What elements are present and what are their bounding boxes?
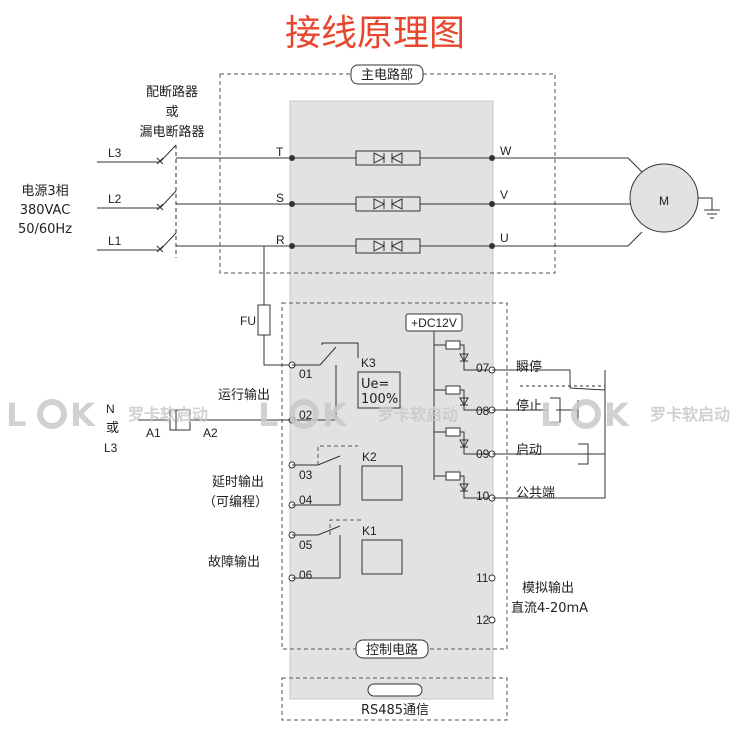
control-circuit-label: 控制电路: [366, 642, 418, 658]
run-output-coil: [169, 409, 191, 431]
main-circuit-tag: [350, 64, 424, 85]
k3-detail-1: Ue=: [361, 377, 389, 392]
input-label-common: 公共端: [516, 486, 555, 501]
k1-contact: [292, 525, 341, 579]
terminal-04: 04: [299, 493, 313, 507]
terminal-02: 02: [299, 408, 313, 422]
analog-label-1: 模拟输出: [522, 580, 574, 596]
watermark-left: L K 罗卡软启动: [6, 396, 208, 434]
terminal-09: 09: [476, 447, 490, 461]
svg-text:K: K: [604, 396, 630, 434]
k3-detail-2: 100%: [361, 392, 398, 407]
power-label-1: 电源3相: [21, 184, 68, 199]
k1-coil-link: [329, 519, 362, 535]
run-output-label: 运行输出: [218, 387, 270, 403]
k1-label: K1: [362, 524, 377, 538]
terminal-10: 10: [476, 489, 490, 503]
k2-box: [361, 465, 403, 501]
svg-text:罗卡软启动: 罗卡软启动: [378, 405, 458, 424]
terminal-s-label: S: [276, 191, 284, 205]
input-label-stop: 停止: [516, 398, 542, 414]
main-circuit-box: [219, 73, 556, 274]
k3-box: [357, 371, 401, 409]
dc12v-label: +DC12V: [411, 316, 457, 330]
breaker-label-2: 或: [165, 105, 178, 120]
input-circuits: [433, 331, 492, 499]
terminal-01: 01: [299, 367, 313, 381]
fuse-wiring: [263, 246, 292, 366]
neutral-label-2: 或: [106, 421, 119, 436]
terminal-t-label: T: [276, 145, 284, 159]
motor-label: M: [659, 194, 669, 208]
motor-wiring: [492, 157, 643, 247]
phase-l1-label: L1: [108, 234, 122, 248]
svg-text:L: L: [540, 396, 560, 434]
main-circuit-label: 主电路部: [361, 67, 413, 83]
svg-text:L: L: [258, 396, 278, 434]
control-circuit-box: [281, 302, 508, 650]
terminal-12: 12: [476, 613, 490, 627]
svg-text:罗卡软启动: 罗卡软启动: [650, 405, 730, 424]
coil-a1-label: A1: [146, 426, 161, 440]
k2-coil-link: [317, 445, 358, 465]
k2-label: K2: [362, 450, 377, 464]
terminal-r-label: R: [276, 233, 285, 247]
ground-icon: [698, 197, 720, 219]
terminal-07: 07: [476, 361, 490, 375]
thyristor-rows: [292, 150, 492, 254]
terminal-05: 05: [299, 538, 313, 552]
terminal-w-label: W: [500, 144, 512, 158]
input-label-start: 启动: [516, 443, 542, 458]
rs485-label: RS485通信: [361, 703, 429, 718]
svg-text:L: L: [6, 396, 26, 434]
power-label-3: 50/60Hz: [18, 222, 72, 237]
terminal-03: 03: [299, 468, 313, 482]
watermark-right: L K 罗卡软启动: [540, 396, 730, 434]
analog-label-2: 直流4-20mA: [511, 601, 588, 616]
control-circuit-tag: [355, 639, 429, 659]
k3-coil-link: [321, 342, 359, 358]
svg-text:K: K: [322, 396, 348, 434]
coil-a2-label: A2: [203, 426, 218, 440]
k1-box: [361, 539, 403, 575]
svg-text:罗卡软启动: 罗卡软启动: [128, 405, 208, 424]
diagram-title: 接线原理图: [285, 13, 465, 54]
delay-output-label-2: （可编程）: [203, 495, 268, 510]
watermark-center: L K 罗卡软启动: [258, 396, 458, 434]
terminal-u-label: U: [500, 231, 509, 245]
power-label-2: 380VAC: [20, 203, 71, 218]
neutral-label-1: N: [106, 402, 115, 416]
phase-l3-label: L3: [108, 146, 122, 160]
rs485-box: [281, 677, 508, 721]
breaker-label-3: 漏电断路器: [139, 124, 204, 140]
terminal-v-label: V: [500, 188, 508, 202]
terminal-08: 08: [476, 404, 490, 418]
phase-l2-label: L2: [108, 192, 122, 206]
breaker-label-1: 配断路器: [146, 84, 198, 100]
terminal-11: 11: [476, 571, 489, 585]
fault-output-label: 故障输出: [208, 554, 260, 570]
external-switches: [492, 369, 606, 499]
terminal-06: 06: [299, 568, 313, 582]
neutral-label-3: L3: [104, 441, 118, 455]
phase-lines: [97, 144, 290, 258]
delay-output-label-1: 延时输出: [212, 474, 264, 490]
svg-text:K: K: [70, 396, 96, 434]
rs485-connector: [367, 683, 423, 697]
fuse-label: FU: [240, 314, 256, 328]
k3-label: K3: [361, 356, 376, 370]
input-label-instant-stop: 瞬停: [516, 359, 542, 375]
fuse: [257, 304, 271, 336]
